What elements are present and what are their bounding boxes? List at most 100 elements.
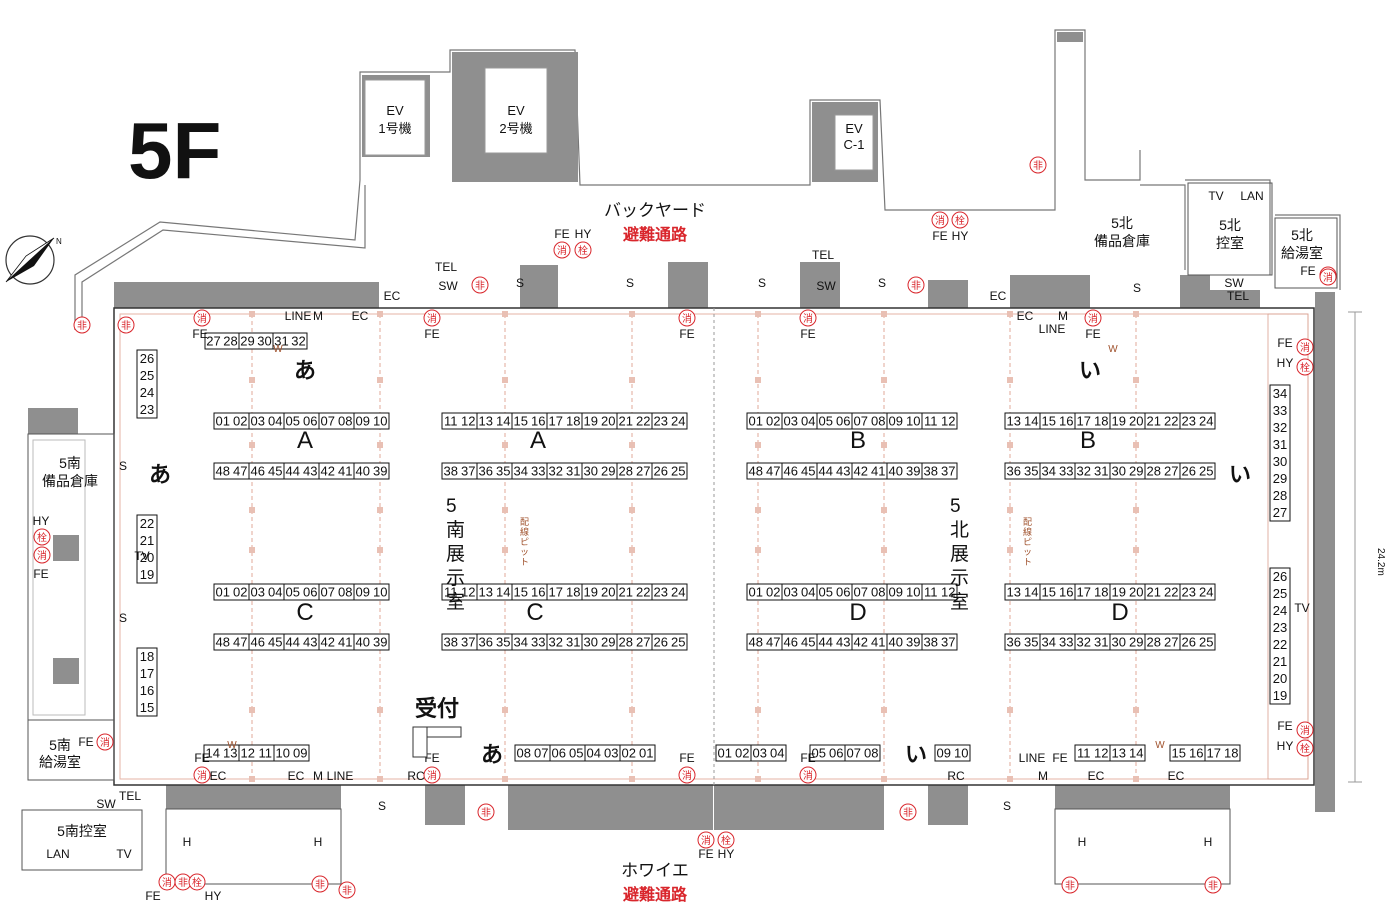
booth-35[interactable]: 35	[496, 635, 510, 650]
booth-25[interactable]: 25	[1273, 586, 1287, 601]
booth-46[interactable]: 46	[784, 635, 798, 650]
booth-26[interactable]: 26	[140, 351, 154, 366]
booth-23[interactable]: 23	[1182, 585, 1196, 600]
booth-30[interactable]: 30	[1112, 635, 1126, 650]
booth-17[interactable]: 17	[1077, 414, 1091, 429]
booth-23[interactable]: 23	[654, 414, 668, 429]
booth-31[interactable]: 31	[566, 464, 580, 479]
booth-35[interactable]: 35	[1024, 464, 1038, 479]
booth-27[interactable]: 27	[1164, 635, 1178, 650]
booth-25[interactable]: 25	[671, 635, 685, 650]
booth-37[interactable]: 37	[461, 635, 475, 650]
booth-07[interactable]: 07	[854, 414, 868, 429]
booth-06[interactable]: 06	[836, 585, 850, 600]
booth-18[interactable]: 18	[140, 649, 154, 664]
booth-30[interactable]: 30	[257, 334, 271, 349]
booth-04[interactable]: 04	[801, 585, 815, 600]
booth-15[interactable]: 15	[1042, 414, 1056, 429]
booth-10[interactable]: 10	[954, 746, 968, 761]
booth-03[interactable]: 03	[604, 746, 618, 761]
booth-38[interactable]: 38	[924, 464, 938, 479]
booth-31[interactable]: 31	[1094, 464, 1108, 479]
booth-25[interactable]: 25	[1199, 464, 1213, 479]
booth-36[interactable]: 36	[479, 635, 493, 650]
booth-16[interactable]: 16	[1059, 414, 1073, 429]
booth-07[interactable]: 07	[854, 585, 868, 600]
booth-31[interactable]: 31	[1094, 635, 1108, 650]
booth-24[interactable]: 24	[1199, 585, 1213, 600]
booth-29[interactable]: 29	[601, 464, 615, 479]
booth-18[interactable]: 18	[566, 585, 580, 600]
booth-13[interactable]: 13	[479, 585, 493, 600]
booth-46[interactable]: 46	[784, 464, 798, 479]
booth-45[interactable]: 45	[801, 635, 815, 650]
booth-16[interactable]: 16	[140, 683, 154, 698]
booth-13[interactable]: 13	[1112, 746, 1126, 761]
booth-31[interactable]: 31	[566, 635, 580, 650]
booth-07[interactable]: 07	[534, 746, 548, 761]
booth-08[interactable]: 08	[871, 585, 885, 600]
booth-10[interactable]: 10	[373, 585, 387, 600]
booth-25[interactable]: 25	[1199, 635, 1213, 650]
booth-12[interactable]: 12	[241, 746, 255, 761]
booth-02[interactable]: 02	[735, 746, 749, 761]
booth-06[interactable]: 06	[303, 585, 317, 600]
booth-39[interactable]: 39	[373, 635, 387, 650]
booth-43[interactable]: 43	[836, 464, 850, 479]
booth-31[interactable]: 31	[1273, 437, 1287, 452]
booth-26[interactable]: 26	[1273, 569, 1287, 584]
booth-11[interactable]: 11	[259, 746, 273, 761]
booth-33[interactable]: 33	[531, 464, 545, 479]
booth-41[interactable]: 41	[338, 635, 352, 650]
booth-36[interactable]: 36	[1007, 635, 1021, 650]
booth-12[interactable]: 12	[461, 414, 475, 429]
booth-14[interactable]: 14	[206, 746, 220, 761]
booth-21[interactable]: 21	[1147, 585, 1161, 600]
booth-29[interactable]: 29	[1273, 471, 1287, 486]
booth-37[interactable]: 37	[941, 635, 955, 650]
booth-28[interactable]: 28	[1147, 464, 1161, 479]
booth-21[interactable]: 21	[1273, 654, 1287, 669]
booth-42[interactable]: 42	[854, 464, 868, 479]
booth-03[interactable]: 03	[251, 585, 265, 600]
booth-11[interactable]: 11	[1077, 746, 1091, 761]
booth-30[interactable]: 30	[1273, 454, 1287, 469]
booth-13[interactable]: 13	[479, 414, 493, 429]
booth-15[interactable]: 15	[140, 700, 154, 715]
booth-47[interactable]: 47	[766, 464, 780, 479]
booth-30[interactable]: 30	[1112, 464, 1126, 479]
booth-20[interactable]: 20	[140, 550, 154, 565]
booth-09[interactable]: 09	[937, 746, 951, 761]
booth-43[interactable]: 43	[836, 635, 850, 650]
booth-27[interactable]: 27	[1164, 464, 1178, 479]
booth-24[interactable]: 24	[671, 414, 685, 429]
booth-19[interactable]: 19	[1273, 688, 1287, 703]
booth-40[interactable]: 40	[356, 635, 370, 650]
booth-24[interactable]: 24	[1273, 603, 1287, 618]
booth-09[interactable]: 09	[889, 585, 903, 600]
booth-45[interactable]: 45	[801, 464, 815, 479]
booth-07[interactable]: 07	[321, 585, 335, 600]
booth-43[interactable]: 43	[303, 464, 317, 479]
booth-37[interactable]: 37	[461, 464, 475, 479]
booth-44[interactable]: 44	[286, 635, 300, 650]
booth-46[interactable]: 46	[251, 464, 265, 479]
booth-19[interactable]: 19	[140, 567, 154, 582]
booth-03[interactable]: 03	[784, 585, 798, 600]
booth-19[interactable]: 19	[584, 585, 598, 600]
booth-19[interactable]: 19	[1112, 414, 1126, 429]
booth-11[interactable]: 11	[444, 414, 458, 429]
booth-22[interactable]: 22	[1164, 414, 1178, 429]
booth-46[interactable]: 46	[251, 635, 265, 650]
booth-08[interactable]: 08	[338, 414, 352, 429]
booth-06[interactable]: 06	[829, 746, 843, 761]
booth-42[interactable]: 42	[854, 635, 868, 650]
booth-39[interactable]: 39	[373, 464, 387, 479]
booth-32[interactable]: 32	[1077, 464, 1091, 479]
booth-48[interactable]: 48	[749, 635, 763, 650]
booth-08[interactable]: 08	[864, 746, 878, 761]
booth-27[interactable]: 27	[636, 464, 650, 479]
booth-19[interactable]: 19	[1112, 585, 1126, 600]
booth-24[interactable]: 24	[1199, 414, 1213, 429]
booth-02[interactable]: 02	[233, 585, 247, 600]
